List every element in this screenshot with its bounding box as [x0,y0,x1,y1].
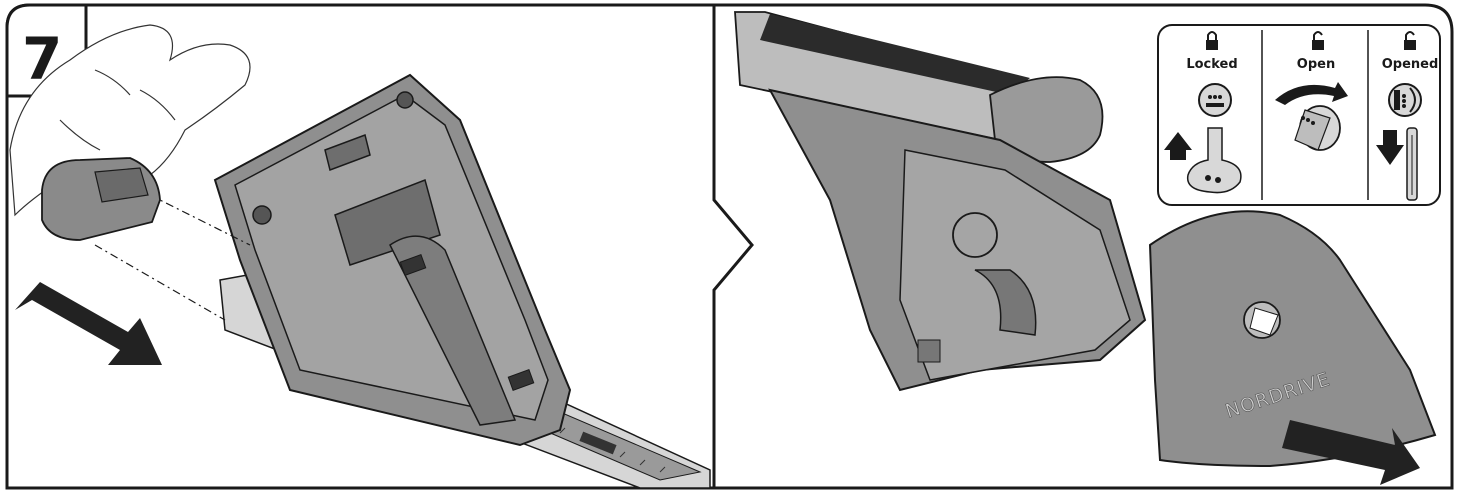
down-arrow-icon [1376,130,1404,165]
alignment-guides [94,194,251,321]
side-cover: NORDRIVE [1148,210,1437,468]
lock-cylinder-opened-icon [1388,83,1422,117]
crossbar [734,11,1104,163]
open-padlock-icon [1404,31,1416,50]
lock-state-legend: Locked Open [1157,24,1441,206]
rotate-arrow-icon [1275,82,1348,105]
roof-rack-foot [213,73,572,447]
lock-cylinder-locked-icon [1198,83,1232,117]
key-blade-icon [1406,127,1418,201]
legend-label-locked: Locked [1186,57,1237,72]
open-padlock-icon [1312,31,1324,50]
cover-pull-arrow [1282,420,1420,485]
key-turned-icon [1294,105,1341,151]
pull-direction-arrow [15,282,162,365]
roof-rack-foot-open [768,88,1147,392]
up-arrow-icon [1164,132,1192,160]
legend-label-opened: Opened [1382,57,1439,72]
end-cap [41,157,161,241]
locked-padlock-icon [1206,31,1218,50]
left-panel [9,24,711,489]
right-panel: NORDRIVE Locked [734,11,1441,485]
key-icon [1186,127,1242,194]
legend-open: Open [1275,31,1348,151]
legend-opened: Opened [1376,31,1439,201]
legend-label-open: Open [1297,57,1335,72]
legend-locked: Locked [1164,31,1242,194]
